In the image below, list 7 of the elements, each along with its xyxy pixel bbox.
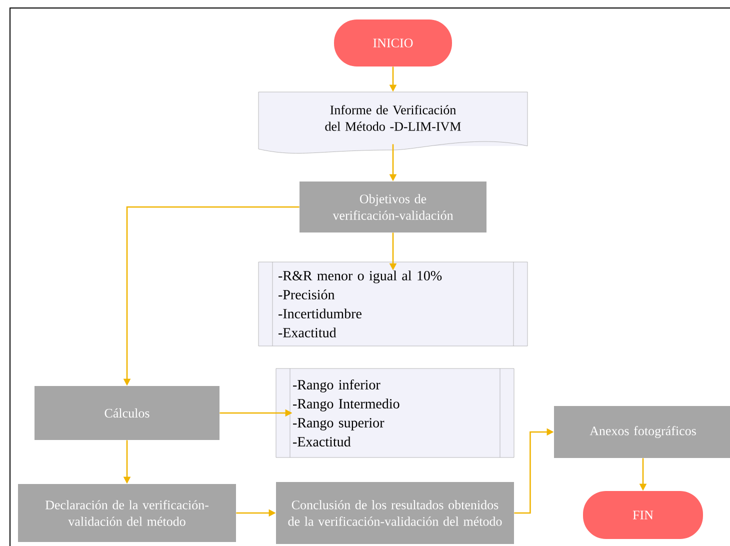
- list-box: -R&R menor o igual al 10% -Precisión -Incertidumbre -Exactitud: [258, 262, 528, 346]
- process-box: Conclusión de los resultados obtenidos de la verificación-validación del método: [276, 482, 514, 544]
- list-box: -Rango inferior -Rango Intermedio -Rango superior -Exactitud: [276, 368, 514, 458]
- process-box: Cálculos: [34, 386, 220, 440]
- process-box: Declaración de la verificación-validación del método: [18, 484, 236, 542]
- process-box: Objetivos de verificación-validación: [300, 182, 486, 232]
- process-box: Anexos fotográficos: [554, 406, 730, 458]
